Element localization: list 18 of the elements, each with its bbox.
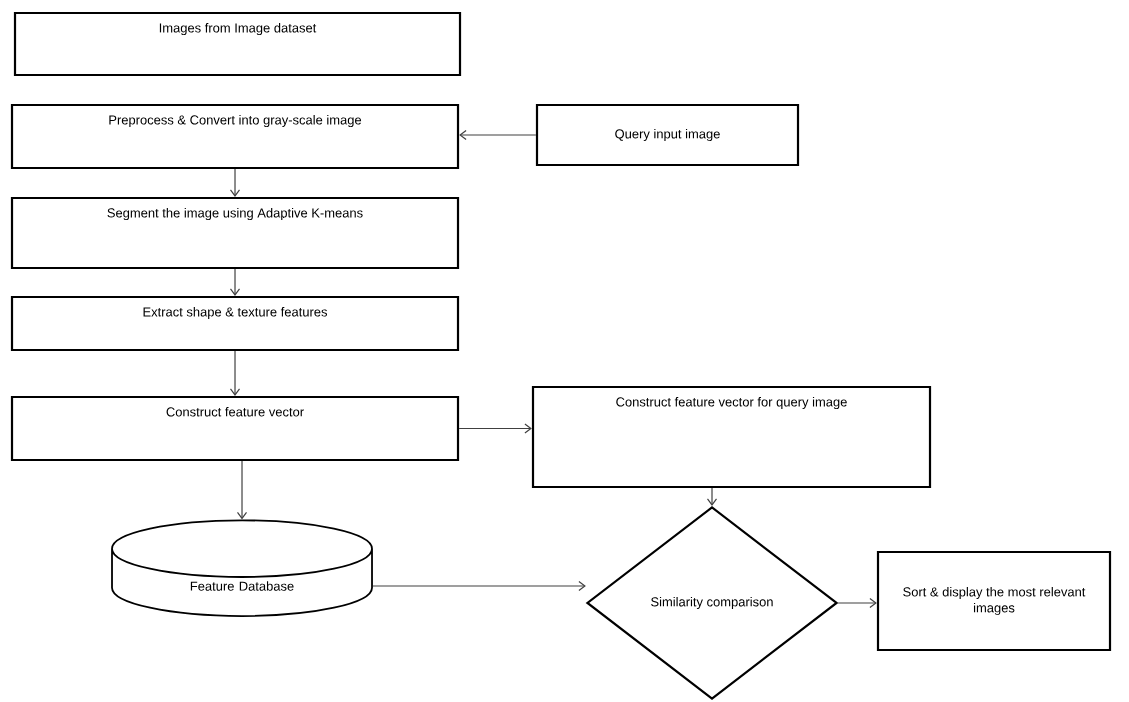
arrow	[372, 580, 586, 592]
arrow	[459, 129, 537, 141]
arrow	[236, 460, 248, 520]
process-box: Construct feature vector for query image	[531, 385, 932, 489]
arrow	[706, 487, 718, 506]
output-box: Sort & display the most relevant images	[876, 550, 1112, 652]
process-box: Images from Image dataset	[13, 11, 462, 77]
process-box: Preprocess & Convert into gray-scale image	[10, 103, 460, 170]
arrow	[458, 423, 532, 434]
arrow	[837, 597, 877, 609]
process-box: Segment the image using Adaptive K-means	[10, 196, 460, 270]
database-cylinder: Feature Database	[111, 519, 373, 617]
arrow	[229, 268, 241, 296]
input-box: Query input image	[535, 103, 800, 167]
process-box: Construct feature vector	[10, 395, 460, 462]
arrow	[229, 350, 241, 396]
process-box: Extract shape & texture features	[10, 295, 460, 352]
arrow	[229, 168, 241, 197]
